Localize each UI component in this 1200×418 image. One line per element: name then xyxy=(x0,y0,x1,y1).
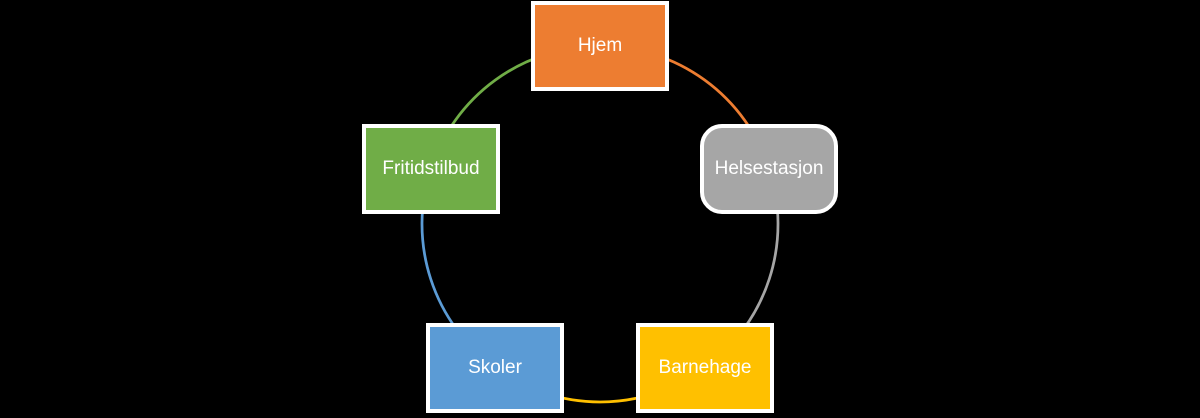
node-skoler-label: Skoler xyxy=(468,356,522,378)
node-hjem-label: Hjem xyxy=(577,34,623,56)
node-hjem: Hjem xyxy=(531,1,669,91)
node-helsestasjon: Helsestasjon xyxy=(700,124,838,214)
node-helsestasjon-label: Helsestasjon xyxy=(714,157,824,179)
node-barnehage-label: Barnehage xyxy=(658,356,752,378)
node-skoler: Skoler xyxy=(426,323,564,413)
node-fritidstilbud: Fritidstilbud xyxy=(362,124,500,214)
node-barnehage: Barnehage xyxy=(636,323,774,413)
node-fritidstilbud-label: Fritidstilbud xyxy=(382,157,480,179)
